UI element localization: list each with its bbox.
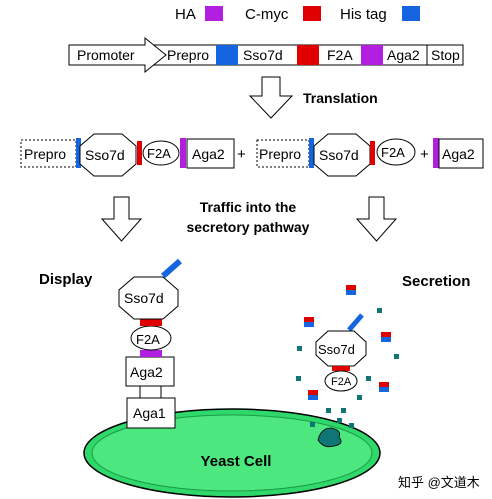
right-his-tag: [309, 138, 314, 168]
left-his-tag: [76, 138, 81, 168]
display-title: Display: [39, 271, 93, 288]
secreted-sso7d-label: Sso7d: [318, 342, 355, 357]
translation-arrow: [248, 76, 294, 119]
right-f2a-label: F2A: [381, 145, 405, 160]
right-aga2-box: [438, 138, 484, 169]
display-his-tag: [161, 258, 182, 279]
traffic-line2: secretory pathway: [187, 219, 310, 235]
display-ha-tag: [140, 350, 162, 357]
left-f2a-label: F2A: [147, 146, 171, 161]
left-plus: +: [237, 146, 246, 163]
left-cmyc-tag: [137, 141, 142, 165]
product-left: Prepro Sso7d F2A Aga2 +: [20, 133, 246, 177]
traffic-line1: Traffic into the: [200, 199, 297, 215]
display-f2a-label: F2A: [136, 332, 160, 347]
legend-his-swatch: [402, 6, 420, 21]
gene-construct: Promoter Prepro Sso7d F2A Aga2 Stop: [68, 36, 464, 74]
teal-dot: [297, 346, 302, 351]
display-aga2-box: [125, 356, 175, 387]
tag-particle: [381, 332, 391, 342]
left-aga2-box: [186, 138, 235, 169]
secreted-f2a-shape: [324, 370, 358, 392]
translation-label: Translation: [303, 90, 378, 106]
teal-dot: [394, 354, 399, 359]
right-sso7d-shape: [313, 133, 371, 177]
secreted-f2a-label: F2A: [331, 376, 352, 388]
right-plus: +: [420, 146, 429, 163]
right-f2a-shape: [376, 138, 416, 166]
display-sso7d-shape: [118, 276, 179, 320]
secretion-title: Secretion: [402, 273, 470, 290]
right-ha-tag: [433, 138, 439, 168]
teal-dot: [310, 422, 315, 427]
promoter-label: Promoter: [77, 47, 135, 63]
tag-particle: [379, 382, 389, 392]
tag-particle: [304, 317, 314, 327]
product-right: Prepro Sso7d F2A + Aga2: [256, 133, 484, 177]
teal-dot: [326, 408, 331, 413]
left-sso7d-shape: [79, 133, 137, 177]
secreted-his-tag: [347, 313, 364, 332]
promoter-arrow: [68, 36, 167, 74]
display-aga1-label: Aga1: [133, 405, 166, 421]
display-cmyc-tag: [140, 319, 162, 326]
construct-stop-label: Stop: [431, 47, 460, 63]
yeast-cell-label: Yeast Cell: [201, 453, 272, 470]
left-prepro-label: Prepro: [24, 146, 66, 162]
legend-his-label: His tag: [340, 6, 387, 23]
construct-prepro-label: Prepro: [167, 47, 209, 63]
right-sso7d-label: Sso7d: [319, 147, 359, 163]
left-traffic-arrow: [100, 196, 143, 242]
right-traffic-arrow: [355, 196, 398, 242]
construct-his-block: [216, 45, 238, 65]
secreted-dots: [296, 308, 399, 428]
right-prepro-label: Prepro: [259, 146, 301, 162]
secreted-sso7d-shape: [315, 330, 367, 367]
legend-ha-label: HA: [175, 6, 196, 23]
display-aga1-box: [126, 397, 176, 429]
right-prepro-box: [256, 139, 310, 168]
construct-sso7d-label: Sso7d: [243, 47, 283, 63]
legend: HA C-myc His tag: [175, 6, 420, 23]
teal-dot: [357, 395, 362, 400]
teal-dot: [341, 408, 346, 413]
secreted-complex: Sso7d F2A: [315, 313, 367, 392]
construct-ha-block: [361, 45, 383, 65]
teal-dot: [337, 418, 342, 423]
tag-particle: [346, 285, 356, 295]
construct-cmyc-block: [297, 45, 319, 65]
right-cmyc-tag: [370, 141, 375, 165]
left-sso7d-label: Sso7d: [85, 147, 125, 163]
right-aga2-label: Aga2: [442, 146, 475, 162]
secretion-vesicle: [317, 427, 342, 448]
legend-ha-swatch: [205, 6, 223, 21]
legend-cmyc-label: C-myc: [245, 6, 289, 23]
yeast-cell-inner: [91, 414, 373, 492]
yeast-cell: Yeast Cell: [83, 408, 381, 498]
watermark: 知乎 @文道木: [398, 475, 480, 490]
display-complex: Aga1 Aga2 F2A Sso7d: [118, 258, 182, 429]
left-aga2-label: Aga2: [192, 146, 225, 162]
left-ha-tag: [180, 138, 186, 168]
display-sso7d-label: Sso7d: [124, 290, 164, 306]
teal-dot: [349, 423, 354, 428]
tag-particle: [308, 390, 318, 400]
secreted-tag-particles: [304, 285, 391, 400]
construct-f2a-label: F2A: [327, 47, 353, 63]
teal-dot: [366, 376, 371, 381]
display-aga2-label: Aga2: [130, 364, 163, 380]
left-f2a-shape: [142, 140, 180, 166]
construct-aga2-label: Aga2: [387, 47, 420, 63]
secreted-cmyc-tag: [332, 366, 350, 371]
teal-dot: [377, 308, 382, 313]
legend-cmyc-swatch: [303, 6, 321, 21]
teal-dot: [296, 376, 301, 381]
